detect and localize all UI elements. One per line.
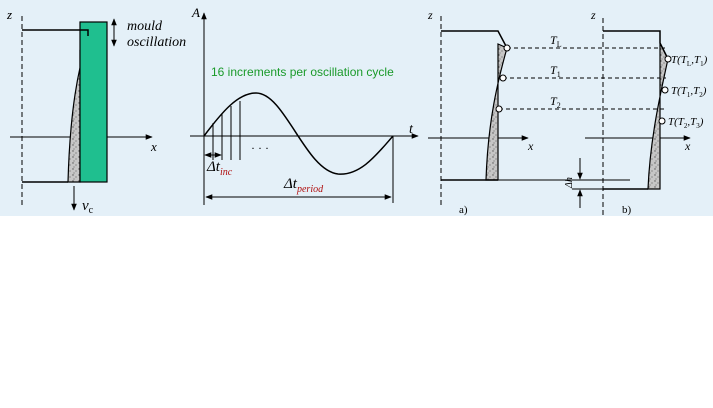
increments-note: 16 increments per oscillation cycle [211, 65, 394, 79]
panel-b-tag: b) [622, 204, 632, 216]
oscillation-graph: A t 16 increments per oscillation cycle … [190, 5, 419, 205]
panel-b-nodes [658, 55, 672, 125]
heat-flux-label-2: T(T1,T2) [671, 85, 707, 99]
oscillation-label: oscillation [127, 35, 186, 50]
panel-b-top-edge [603, 30, 669, 60]
panel-a-x-label: x [527, 139, 534, 153]
mould-label: mould [127, 19, 163, 34]
temperature-lines [499, 47, 666, 110]
left-z-label: z [6, 7, 12, 22]
continuation-dots: · · · [251, 141, 269, 155]
left-shell-outline [22, 29, 89, 36]
casting-speed-label: vc [82, 198, 94, 216]
increment-label: Δtinc [206, 159, 233, 178]
temp-label-1: T1 [550, 63, 561, 79]
panel-b-z-label: z [590, 8, 596, 22]
heat-flux-label-3: T(T2,T3) [668, 116, 704, 130]
panel-a-shell [485, 43, 508, 181]
panel-a: z x a) TL T1 T2 Δh [427, 8, 666, 216]
panel-b-x-label: x [684, 139, 691, 153]
panel-a-z-label: z [427, 8, 433, 22]
time-label: t [409, 122, 414, 137]
temp-label-2: T2 [550, 94, 561, 110]
panel-a-nodes [495, 44, 511, 113]
panel-a-tag: a) [459, 204, 468, 216]
panel-a-top-edge [441, 30, 508, 49]
left-x-label: x [150, 139, 157, 154]
mould-plate [79, 21, 108, 183]
temp-label-L: TL [550, 33, 562, 49]
amplitude-label: A [191, 5, 200, 20]
panel-b-shell [647, 42, 669, 190]
panel-b: z x b) T(TL,T1) T(T1,T2) T(T2,T3) [585, 8, 708, 216]
increment-lines [212, 101, 241, 160]
dh-label: Δh [564, 177, 575, 189]
left-panel: z x mould oscillation vc [6, 7, 186, 216]
sine-wave-curve [203, 92, 394, 175]
heat-flux-label-1: T(TL,T1) [671, 54, 708, 68]
period-label: Δtperiod [283, 176, 324, 195]
